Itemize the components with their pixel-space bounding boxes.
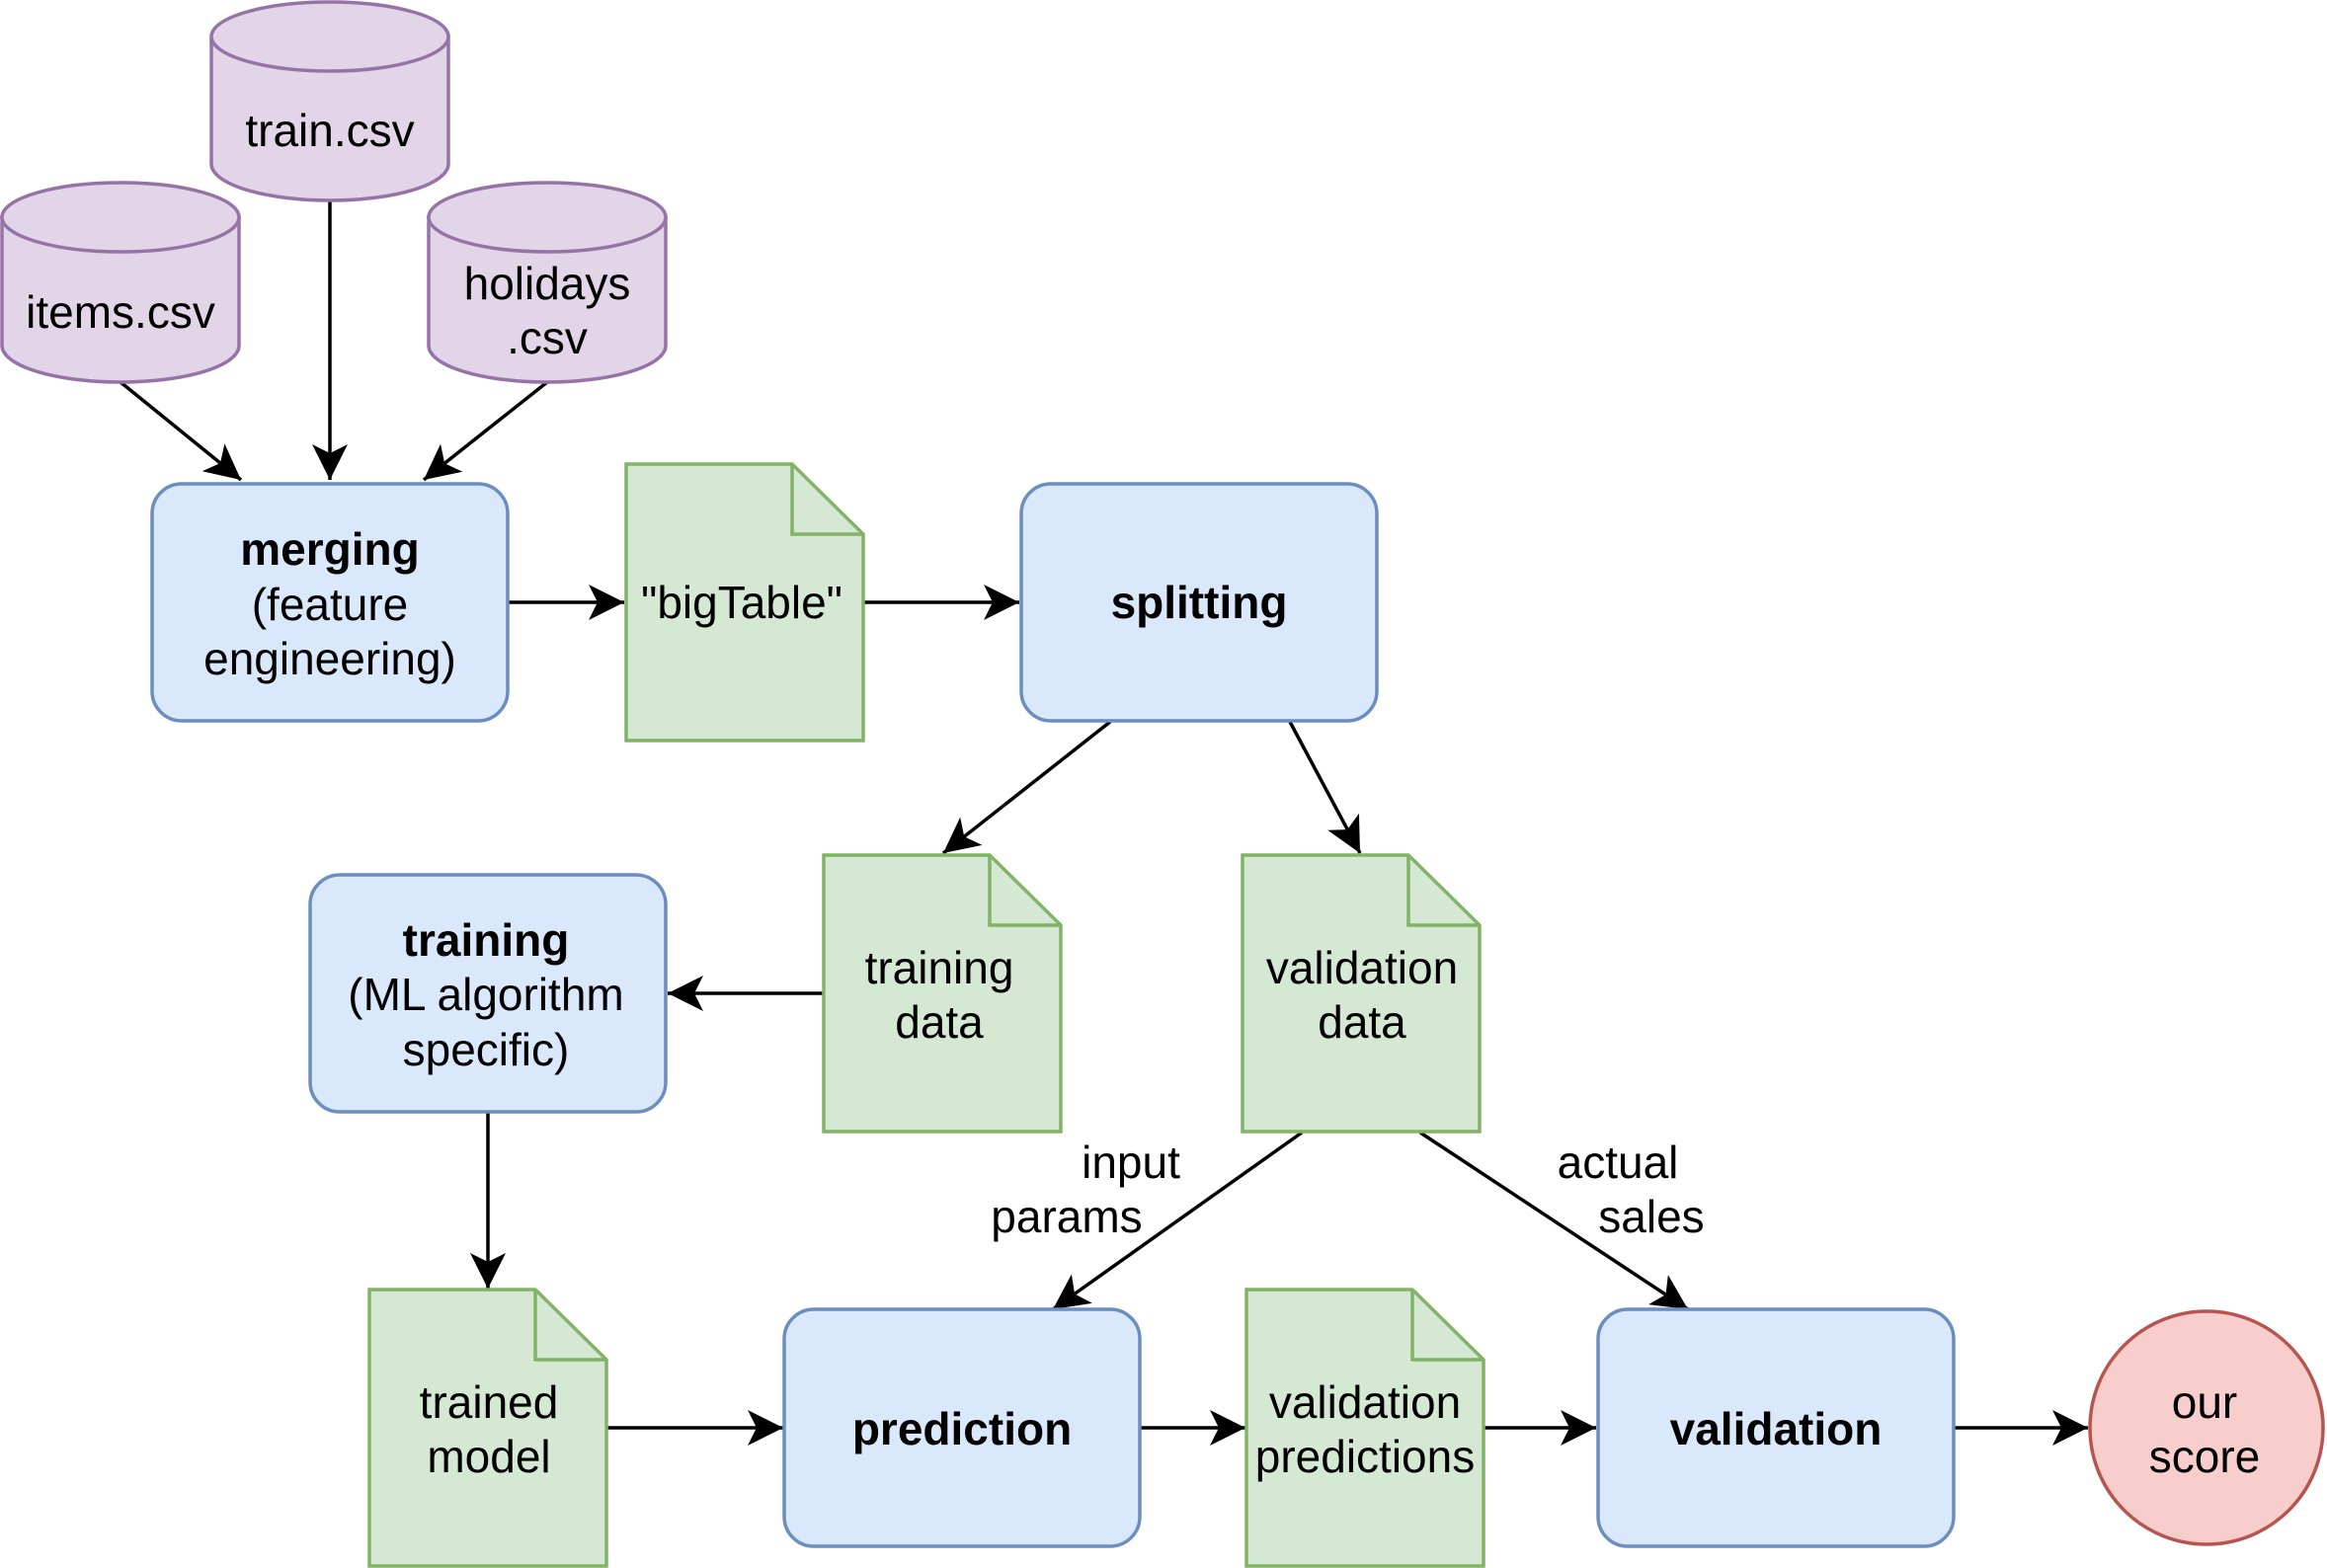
- process-prediction-title: prediction: [852, 1403, 1072, 1454]
- edge-label-input-params-line1: input: [1082, 1137, 1180, 1188]
- process-merging-line2: (feature: [252, 579, 409, 630]
- edge-holidays-to-merging: [422, 380, 549, 482]
- document-training-data-line2: data: [895, 996, 984, 1048]
- datastore-holidays-csv: holidays .csv: [427, 181, 668, 384]
- result-line1: our: [2172, 1376, 2237, 1428]
- datastore-holidays-line2: .csv: [507, 312, 588, 363]
- document-training-data: training data: [822, 853, 1063, 1134]
- process-splitting: splitting: [1019, 482, 1379, 723]
- document-bigtable-label: "bigTable": [641, 577, 843, 628]
- process-training-line2: (ML algorithm: [348, 969, 623, 1020]
- datastore-train-label: train.csv: [245, 105, 414, 156]
- edge-validation-data-to-validation: [1419, 1131, 1689, 1311]
- document-validation-predictions-line1: validation: [1269, 1376, 1461, 1428]
- document-training-data-line1: training: [865, 942, 1014, 993]
- datastore-train-csv: train.csv: [209, 0, 450, 202]
- edges: [119, 200, 2088, 1446]
- datastore-holidays-line1: holidays: [464, 258, 631, 309]
- process-training-title: training: [403, 914, 570, 966]
- process-validation: validation: [1596, 1307, 1956, 1548]
- datastore-items-csv: items.csv: [0, 181, 241, 384]
- edge-splitting-to-validation-data: [1288, 721, 1362, 854]
- edge-splitting-to-training-data: [941, 720, 1112, 855]
- edge-validation-data-to-prediction: [1051, 1131, 1304, 1311]
- process-validation-title: validation: [1670, 1403, 1883, 1454]
- document-validation-predictions-line2: predictions: [1255, 1431, 1475, 1482]
- document-validation-predictions: validation predictions: [1244, 1288, 1485, 1568]
- document-validation-data-line1: validation: [1266, 942, 1458, 993]
- edge-label-input-params: input params: [991, 1137, 1180, 1242]
- edge-label-input-params-line2: params: [991, 1191, 1142, 1242]
- result-our-score: our score: [2088, 1309, 2325, 1546]
- edge-label-actual-sales: actual sales: [1558, 1137, 1705, 1242]
- document-trained-model-line1: trained: [420, 1376, 559, 1428]
- process-training-line3: specific): [403, 1024, 570, 1075]
- edge-items-to-merging: [119, 380, 243, 482]
- document-validation-data: validation data: [1241, 853, 1482, 1134]
- document-bigtable: "bigTable": [624, 462, 865, 743]
- process-merging: merging (feature engineering): [150, 482, 510, 723]
- edge-label-actual-sales-line2: sales: [1598, 1191, 1704, 1242]
- process-splitting-title: splitting: [1111, 577, 1288, 628]
- process-merging-line3: engineering): [203, 633, 456, 684]
- datastore-items-label: items.csv: [26, 286, 215, 338]
- document-trained-model: trained model: [367, 1288, 608, 1568]
- edge-label-actual-sales-line1: actual: [1558, 1137, 1679, 1188]
- process-prediction: prediction: [782, 1307, 1142, 1548]
- document-trained-model-line2: model: [427, 1431, 550, 1482]
- process-merging-title: merging: [240, 523, 419, 575]
- document-validation-data-line2: data: [1318, 996, 1406, 1048]
- process-training: training (ML algorithm specific): [308, 873, 668, 1114]
- result-line2: score: [2149, 1431, 2260, 1482]
